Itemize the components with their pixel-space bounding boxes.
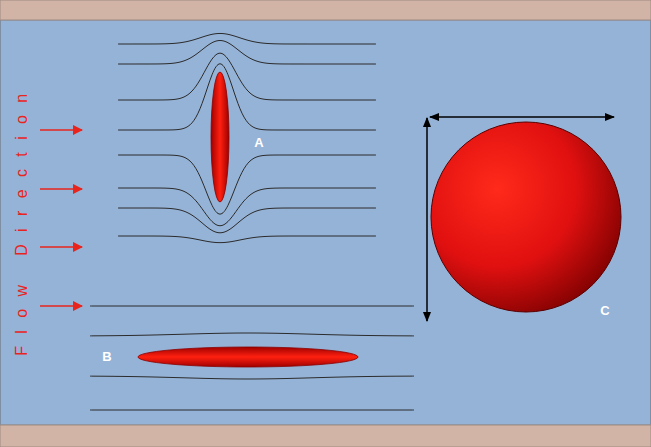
streamline [118, 155, 376, 214]
streamline [118, 53, 376, 100]
part-letter: A [254, 136, 263, 150]
channel-outline [1, 20, 651, 425]
streamline [118, 236, 376, 243]
dimension-arrow [426, 118, 428, 321]
flow-arrow [40, 188, 82, 190]
streamline [90, 333, 414, 336]
flow-arrow [40, 246, 82, 248]
flow-arrows [40, 130, 82, 306]
streamline [118, 188, 376, 226]
flow-arrow [40, 305, 82, 307]
wall-bottom [0, 425, 651, 447]
flow-direction-label: Flow Direction [12, 82, 30, 369]
particle-edge-on [211, 72, 229, 202]
part-letter: C [600, 304, 609, 318]
wall-top [0, 0, 651, 20]
particle-aligned [138, 347, 358, 367]
streamline [118, 33, 376, 44]
particle-sphere [431, 122, 621, 312]
streamline [90, 410, 414, 411]
streamline [90, 376, 414, 379]
streamline [90, 306, 414, 307]
streamlines [90, 33, 414, 410]
streamline [118, 40, 376, 64]
part-letter: B [102, 350, 111, 364]
streamline [118, 64, 376, 130]
flow-arrow [40, 129, 82, 131]
streamline [118, 208, 376, 233]
dimension-arrow [430, 116, 614, 118]
